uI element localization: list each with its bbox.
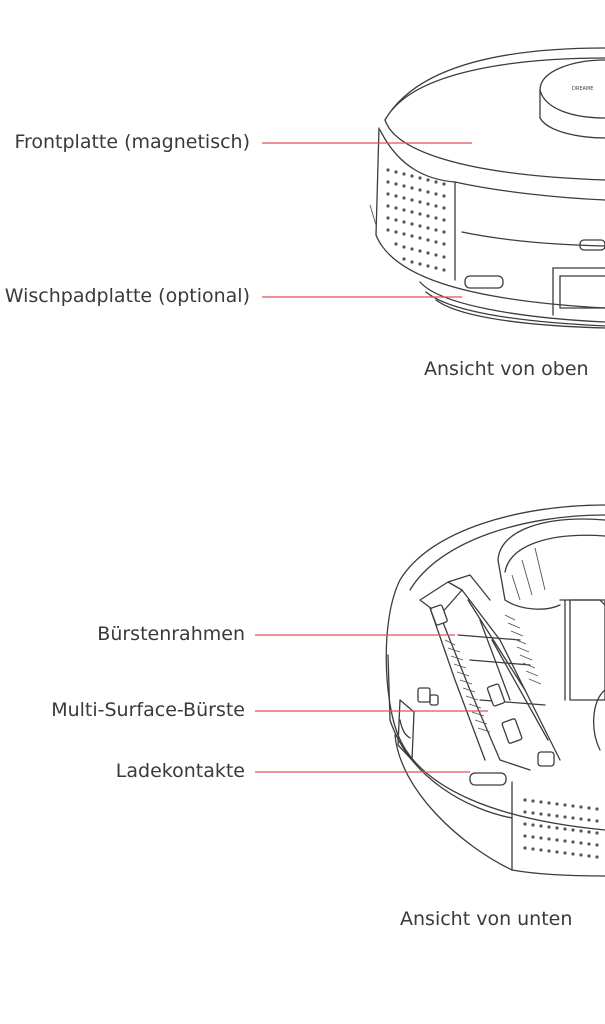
svg-text:DREAME: DREAME: [572, 86, 593, 92]
grille-dots-top: [386, 168, 446, 272]
grille-dots-bottom: [523, 798, 599, 859]
caption-bottom-view: Ansicht von unten: [400, 908, 573, 930]
label-frontplatte: Frontplatte (magnetisch): [14, 131, 250, 153]
label-multi-surface-buerste: Multi-Surface-Bürste: [51, 699, 245, 721]
robot-bottom-view-drawing: [385, 504, 605, 877]
label-buerstenrahmen: Bürstenrahmen: [97, 623, 245, 645]
label-ladekontakte: Ladekontakte: [115, 760, 245, 782]
caption-top-view: Ansicht von oben: [424, 358, 589, 380]
brush-frame-drawing: [419, 574, 561, 771]
label-wischpadplatte: Wischpadplatte (optional): [4, 285, 250, 307]
robot-top-view-drawing: DREAME: [369, 47, 605, 329]
brush-bristles-drawing: [444, 614, 542, 733]
